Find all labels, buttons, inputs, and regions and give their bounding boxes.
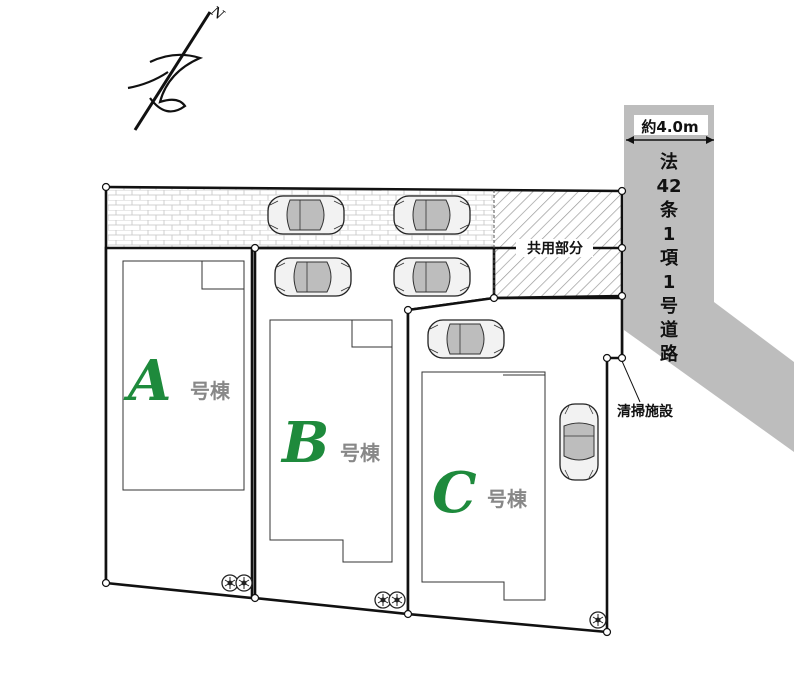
road-name-char: 路	[660, 343, 679, 365]
building-b-footprint	[269, 319, 393, 563]
building-b-letter: B	[280, 410, 329, 476]
road-name-char: 道	[660, 319, 678, 341]
parking-car-3	[274, 257, 352, 297]
cleaning-leader-line	[621, 360, 641, 403]
road-width-label: 約4.0m	[641, 118, 698, 136]
road-name-char: 42	[656, 176, 681, 197]
shared-area-label: 共用部分	[527, 240, 583, 257]
tree-b-2	[388, 591, 406, 609]
parking-car-5	[427, 319, 505, 359]
road	[624, 105, 794, 452]
parking-car-4	[393, 257, 471, 297]
road-name-char: 1	[663, 224, 676, 245]
building-c-footprint	[421, 371, 546, 601]
building-a-footprint	[122, 260, 245, 491]
building-b-suffix: 号棟	[340, 441, 381, 465]
parking-car-2	[393, 195, 471, 235]
lot-a	[104, 246, 254, 600]
north-arrow-icon	[127, 11, 212, 131]
building-c-letter: C	[432, 460, 477, 526]
north-label: N	[207, 3, 228, 24]
tree-a-2	[235, 574, 253, 592]
road-name-char: 項	[660, 248, 679, 269]
road-name-char: 条	[659, 199, 679, 221]
parking-car-6	[559, 403, 599, 481]
lot-corner-markers	[101, 182, 627, 637]
tree-c-1	[589, 611, 607, 629]
cleaning-facility-label: 清掃施設	[617, 403, 674, 420]
road-name-char: 1	[663, 272, 676, 293]
building-c-suffix: 号棟	[487, 487, 528, 511]
road-name-char: 号	[660, 296, 678, 317]
building-a-letter: A	[123, 348, 171, 414]
road-name-char: 法	[660, 151, 678, 173]
parking-car-1	[267, 195, 345, 235]
building-a-suffix: 号棟	[190, 379, 231, 403]
road-name: 法 42条 1 項 1 号道路	[656, 151, 681, 365]
road-width-dimension	[626, 115, 714, 144]
